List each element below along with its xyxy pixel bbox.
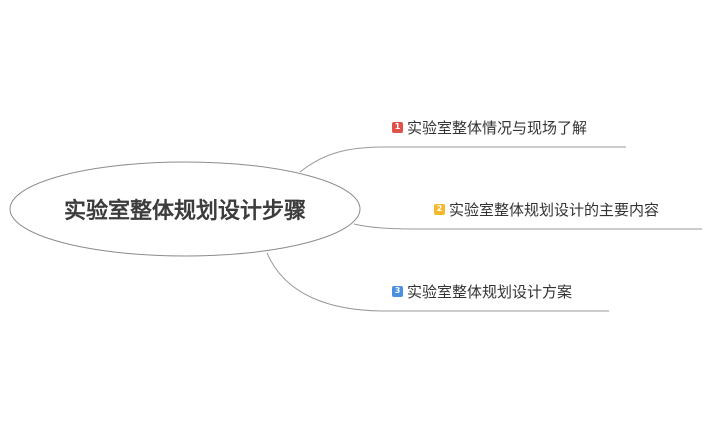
branch-label: 实验室整体情况与现场了解	[407, 118, 588, 137]
branch-label: 实验室整体规划设计方案	[407, 282, 573, 301]
priority-2-icon: 2	[434, 203, 445, 215]
branch-node-1[interactable]: 1 实验室整体情况与现场了解	[392, 117, 587, 137]
root-node-ellipse[interactable]	[9, 161, 361, 257]
branch-label: 实验室整体规划设计的主要内容	[449, 200, 660, 219]
priority-3-icon: 3	[392, 285, 403, 297]
priority-1-icon: 1	[392, 121, 403, 133]
branch-node-3[interactable]: 3 实验室整体规划设计方案	[392, 281, 572, 301]
connector-branch-1	[299, 146, 626, 173]
branch-node-2[interactable]: 2 实验室整体规划设计的主要内容	[434, 199, 659, 219]
connector-branch-3	[266, 252, 609, 312]
root-node-label[interactable]: 实验室整体规划设计步骤	[63, 199, 306, 224]
connector-branch-2	[353, 223, 702, 230]
